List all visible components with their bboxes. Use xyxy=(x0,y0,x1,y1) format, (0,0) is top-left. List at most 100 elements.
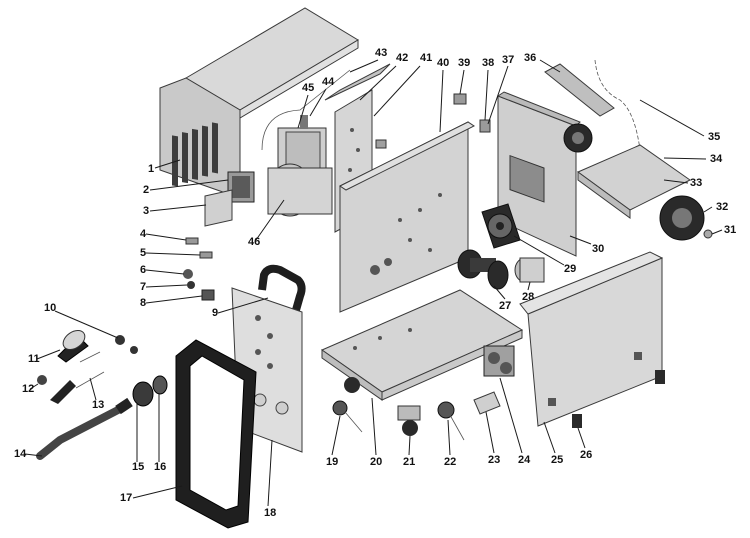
base-plate xyxy=(320,289,524,401)
callout-label-19: 19 xyxy=(326,456,338,468)
callout-label-34: 34 xyxy=(710,153,723,165)
callout-label-16: 16 xyxy=(154,461,166,473)
front-casters xyxy=(332,377,501,441)
leader-line-6 xyxy=(145,269,185,275)
leader-line-18 xyxy=(267,439,273,507)
callout-label-23: 23 xyxy=(488,454,500,466)
callout-label-9: 9 xyxy=(212,307,218,319)
clip-part xyxy=(453,93,467,105)
leader-line-13 xyxy=(89,377,97,401)
leader-line-35 xyxy=(639,99,705,137)
leader-line-2 xyxy=(149,179,229,191)
gas-bottle-bracket xyxy=(544,59,641,185)
wire-feeder xyxy=(483,345,515,377)
callout-label-38: 38 xyxy=(482,57,494,69)
callout-label-36: 36 xyxy=(524,52,536,64)
callout-label-25: 25 xyxy=(551,454,563,466)
rear-panel xyxy=(496,91,581,257)
leader-line-32 xyxy=(703,206,713,213)
leader-line-30 xyxy=(569,235,592,245)
leader-line-17 xyxy=(132,485,183,499)
top-cover xyxy=(159,7,359,199)
callout-label-42: 42 xyxy=(396,52,408,64)
leader-line-26 xyxy=(577,427,586,449)
callout-label-35: 35 xyxy=(708,131,720,143)
callout-label-7: 7 xyxy=(140,281,146,293)
leader-line-24 xyxy=(499,377,523,454)
leader-line-3 xyxy=(149,204,207,212)
callout-label-8: 8 xyxy=(140,297,146,309)
callout-label-33: 33 xyxy=(690,177,702,189)
side-cover xyxy=(519,251,665,428)
callout-label-24: 24 xyxy=(518,454,531,466)
callout-label-4: 4 xyxy=(140,228,147,240)
callout-label-13: 13 xyxy=(92,399,104,411)
leader-line-29 xyxy=(513,235,565,266)
middle-partition-plate xyxy=(339,121,475,313)
callout-label-40: 40 xyxy=(437,57,449,69)
clip-part xyxy=(375,139,387,149)
callout-label-18: 18 xyxy=(264,507,276,519)
leader-line-20 xyxy=(371,397,377,456)
callout-label-14: 14 xyxy=(14,448,27,460)
leader-line-27 xyxy=(493,285,506,300)
leader-line-45 xyxy=(297,94,309,129)
front-frame xyxy=(175,339,257,529)
transformer xyxy=(261,69,351,217)
leader-line-23 xyxy=(485,411,495,454)
callout-label-41: 41 xyxy=(420,52,432,64)
leader-line-34 xyxy=(663,157,707,160)
inductor xyxy=(204,171,255,227)
leader-line-38 xyxy=(484,69,489,121)
rear-wheels xyxy=(563,123,713,241)
vent-slot xyxy=(202,125,208,177)
callout-label-45: 45 xyxy=(302,82,314,94)
leader-line-40 xyxy=(439,69,444,133)
leader-line-46 xyxy=(255,199,285,241)
callout-label-39: 39 xyxy=(458,57,470,69)
callout-label-22: 22 xyxy=(444,456,456,468)
vent-slot xyxy=(182,132,188,184)
callout-label-26: 26 xyxy=(580,449,592,461)
leader-line-12 xyxy=(29,383,39,390)
leader-line-41 xyxy=(373,65,421,117)
callout-label-10: 10 xyxy=(44,302,56,314)
leader-line-25 xyxy=(543,421,556,454)
bottle-platform xyxy=(577,144,691,219)
leader-line-36 xyxy=(539,59,561,73)
leader-line-11 xyxy=(36,349,61,360)
welding-torch-and-accessories xyxy=(36,329,168,460)
leader-line-44 xyxy=(309,88,327,117)
leader-line-33 xyxy=(663,179,689,184)
callout-label-11: 11 xyxy=(28,353,40,365)
leader-line-43 xyxy=(349,59,379,73)
callout-label-31: 31 xyxy=(724,224,736,236)
callout-label-27: 27 xyxy=(499,300,511,312)
callout-label-20: 20 xyxy=(370,456,382,468)
callout-label-1: 1 xyxy=(148,163,154,175)
vent-slot xyxy=(192,128,198,180)
callout-label-37: 37 xyxy=(502,54,514,66)
leader-line-21 xyxy=(408,435,411,456)
wire-spool-hub xyxy=(457,249,545,290)
callout-label-15: 15 xyxy=(132,461,144,473)
leader-line-5 xyxy=(145,252,201,256)
leader-line-7 xyxy=(145,284,188,288)
callout-label-29: 29 xyxy=(564,263,576,275)
callout-label-43: 43 xyxy=(375,47,387,59)
leader-line-4 xyxy=(145,233,187,241)
leader-line-31 xyxy=(711,229,723,235)
leader-line-28 xyxy=(527,281,531,291)
leader-line-42 xyxy=(359,65,397,101)
callout-label-21: 21 xyxy=(403,456,415,468)
callout-label-30: 30 xyxy=(592,243,604,255)
leader-line-19 xyxy=(331,415,341,456)
leader-lines xyxy=(24,59,723,507)
callout-label-44: 44 xyxy=(322,76,335,88)
leader-line-14 xyxy=(24,453,43,457)
callout-label-28: 28 xyxy=(522,291,534,303)
leader-line-8 xyxy=(145,295,203,304)
callout-label-5: 5 xyxy=(140,247,146,259)
